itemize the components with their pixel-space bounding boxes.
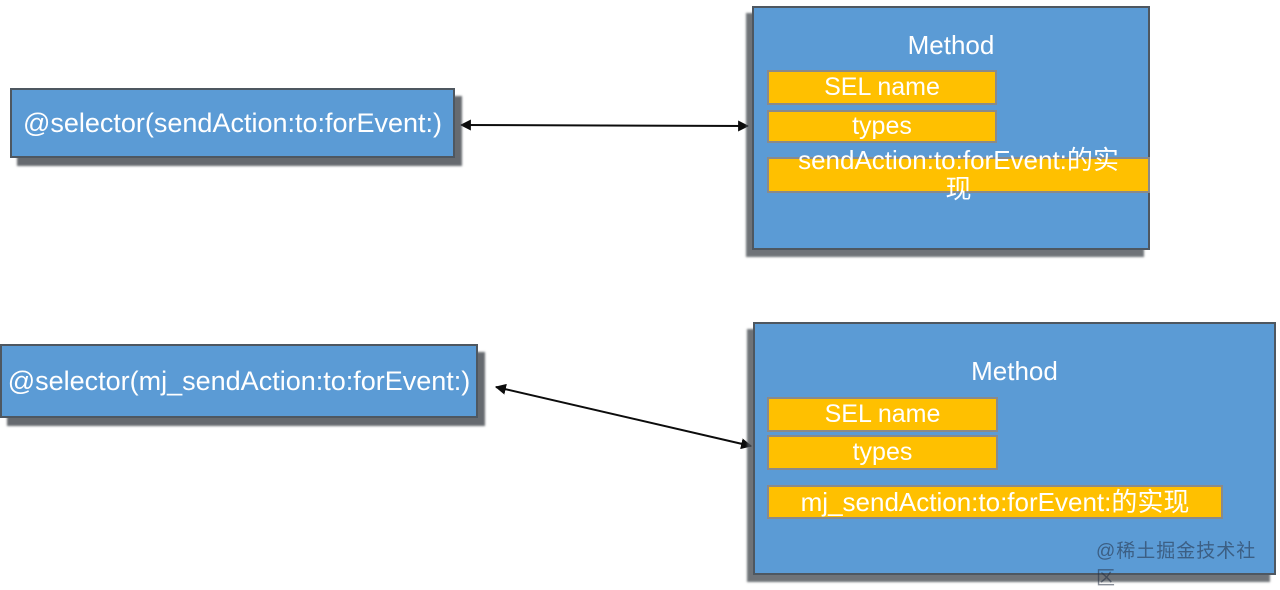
method-2-row-types-label: types bbox=[852, 438, 913, 466]
method-2-row-sel-name-label: SEL name bbox=[824, 400, 941, 428]
arrow-selector1-to-method1 bbox=[459, 119, 750, 132]
method-1-row-sel-name-label: SEL name bbox=[824, 73, 940, 101]
arrow-selector2-to-method2 bbox=[494, 383, 753, 450]
juejin-watermark: @稀土掘金技术社区 bbox=[1096, 541, 1257, 589]
method-struct-2-title: Method bbox=[971, 356, 1058, 386]
selector-box-send-action-label: @selector(sendAction:to:forEvent:) bbox=[22, 107, 443, 138]
method-1-row-types: types bbox=[767, 110, 997, 143]
selector-box-mj-send-action: @selector(mj_sendAction:to:forEvent:) bbox=[0, 344, 478, 418]
selector-box-mj-send-action-label: @selector(mj_sendAction:to:forEvent:) bbox=[7, 365, 471, 396]
method-2-row-sel-name: SEL name bbox=[767, 397, 998, 432]
method-1-row-sel-name: SEL name bbox=[767, 70, 997, 105]
method-struct-box-1: Method SEL name types sendAction:to:forE… bbox=[752, 6, 1150, 250]
method-1-row-types-label: types bbox=[852, 112, 912, 140]
method-2-row-types: types bbox=[767, 435, 998, 470]
method-struct-1-title: Method bbox=[907, 30, 995, 60]
method-1-row-implementation: sendAction:to:forEvent:的实现 bbox=[767, 146, 1150, 204]
method-2-row-implementation-label: mj_sendAction:to:forEvent:的实现 bbox=[800, 486, 1190, 517]
method-2-row-implementation: mj_sendAction:to:forEvent:的实现 bbox=[767, 485, 1223, 519]
method-struct-box-2: Method SEL name types mj_sendAction:to:f… bbox=[753, 322, 1276, 589]
method-1-row-implementation-label: sendAction:to:forEvent:的实现 bbox=[798, 145, 1119, 204]
selector-box-send-action: @selector(sendAction:to:forEvent:) bbox=[10, 88, 455, 158]
